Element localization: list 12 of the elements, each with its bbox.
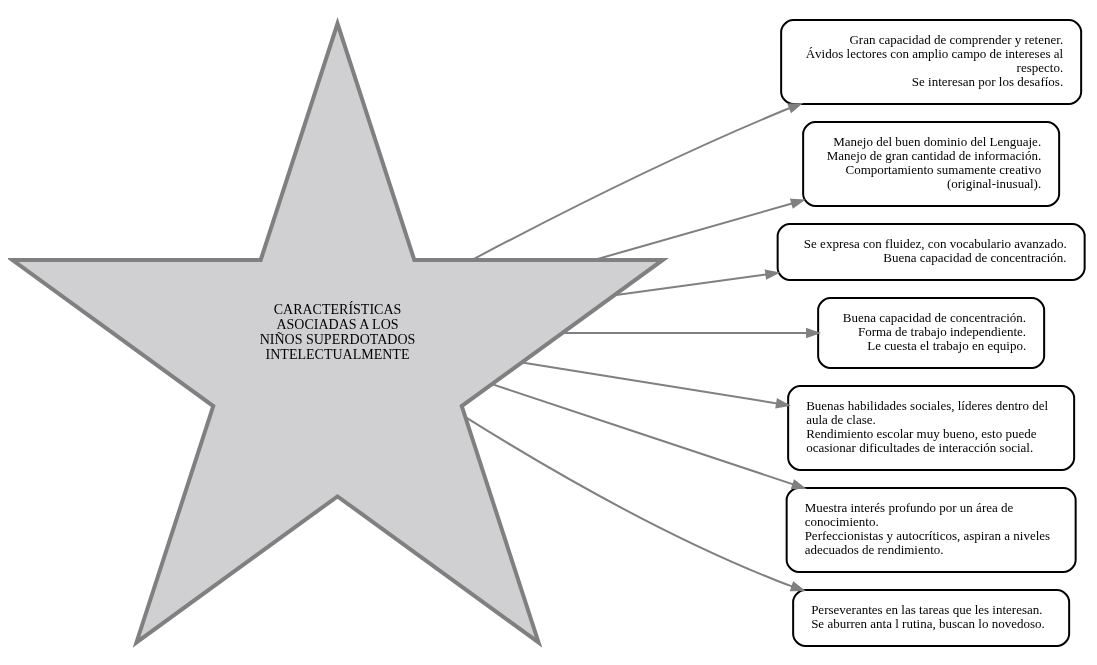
arrow (491, 382, 807, 489)
node-box: Manejo del buen dominio del Lenguaje. Manejo de gran cantidad de información. Comportamiento sumamente creativo (original-inusual). (802, 120, 1061, 207)
node-box: Muestra interés profundo por un área de conocimiento. Perfeccionistas y autocríticos, aspiran a niveles adecuados de rendimiento. (785, 486, 1077, 573)
arrow (464, 415, 806, 591)
node-box: Perseverantes en las tareas que les interesan. Se aburren anta l rutina, buscan lo novedoso. (792, 588, 1071, 647)
node-box: Buena capacidad de concentración. Forma de trabajo independiente. Le cuesta el trabajo en equipo. (817, 296, 1046, 369)
node-box: Gran capacidad de comprender y retener. Ávidos lectores con amplio campo de intereses al respecto. Se interesan por los desafíos. (780, 18, 1083, 105)
node-box: Se expresa con fluidez, con vocabulario avanzado. Buena capacidad de concentración. (776, 222, 1086, 281)
arrow (471, 102, 804, 261)
node-box: Buenas habilidades sociales, líderes dentro del aula de clase. Rendimiento escolar muy bueno, esto puede ocasionar dificultades de interacción social. (787, 384, 1076, 471)
arrow (521, 360, 791, 408)
arrow (561, 327, 822, 338)
